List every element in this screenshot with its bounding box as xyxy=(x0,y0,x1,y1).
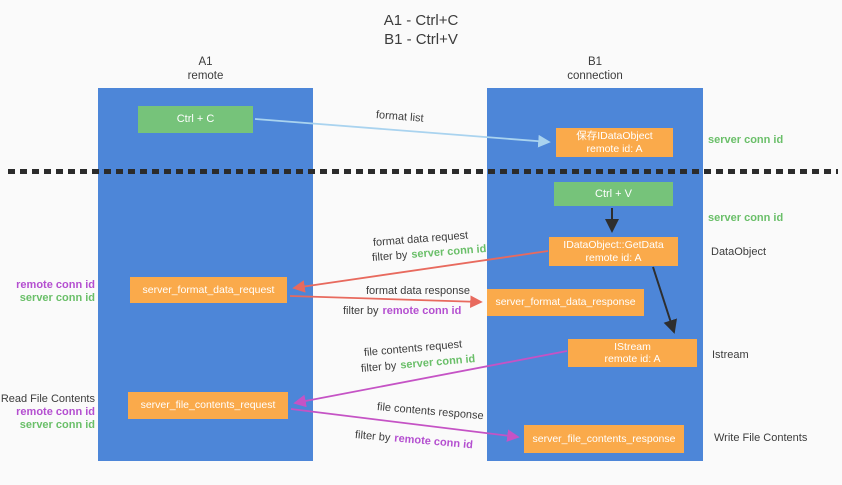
column-header-b1: B1 connection xyxy=(487,55,703,83)
filter-value-remote-2: remote conn id xyxy=(393,432,474,452)
server-conn-id-label-2: server conn id xyxy=(19,419,95,431)
server-file-contents-request-box: server_file_contents_request xyxy=(128,392,288,419)
ctrl-v-box: Ctrl + V xyxy=(554,182,673,206)
getdata-line2: remote id: A xyxy=(585,251,642,264)
server-format-data-response-label: server_format_data_response xyxy=(495,296,636,309)
save-idataobject-line1: 保存IDataObject xyxy=(576,130,653,142)
ctrl-c-label: Ctrl + C xyxy=(176,113,215,126)
ctrl-c-box: Ctrl + C xyxy=(138,106,253,133)
column-a1-name: A1 xyxy=(198,56,213,68)
ctrl-v-label: Ctrl + V xyxy=(595,187,632,200)
title-line-2: B1 - Ctrl+V xyxy=(384,31,458,48)
filter-value-server-2: server conn id xyxy=(399,353,476,372)
remote-conn-id-label-1: remote conn id xyxy=(16,279,95,291)
format-data-response-label: format data response xyxy=(366,285,470,297)
server-conn-id-label-mid: server conn id xyxy=(708,212,784,224)
server-format-data-response-box: server_format_data_response xyxy=(487,289,644,316)
left-conn-id-group: remote conn id server conn id xyxy=(0,279,95,305)
istream-box: IStream remote id: A xyxy=(568,339,697,367)
filter-value-remote-1: remote conn id xyxy=(382,305,462,317)
column-header-a1: A1 remote xyxy=(98,55,313,83)
filter-by-text-3: filter by xyxy=(360,359,397,375)
filter-value-server-1: server conn id xyxy=(410,243,487,261)
idataobject-getdata-box: IDataObject::GetData remote id: A xyxy=(549,237,678,266)
remote-conn-id-label-2: remote conn id xyxy=(16,406,95,418)
getdata-line1: IDataObject::GetData xyxy=(563,239,664,251)
istream-line1: IStream xyxy=(614,340,651,353)
filter-by-text-2: filter by xyxy=(343,305,379,317)
server-format-data-request-label: server_format_data_request xyxy=(142,283,275,296)
file-contents-response-label: file contents response xyxy=(376,401,485,423)
istream-line2: remote id: A xyxy=(604,353,661,365)
title-line-1: A1 - Ctrl+C xyxy=(383,12,459,29)
server-file-contents-response-box: server_file_contents_response xyxy=(524,425,684,453)
save-idataobject-box: 保存IDataObject remote id: A xyxy=(556,128,673,157)
column-a1-role: remote xyxy=(187,70,224,82)
format-list-label: format list xyxy=(375,109,425,125)
write-file-contents-label: Write File Contents xyxy=(714,432,808,444)
column-b1-name: B1 xyxy=(587,56,603,68)
server-file-contents-response-label: server_file_contents_response xyxy=(532,432,676,445)
filter-by-text-4: filter by xyxy=(354,429,391,445)
istream-side-label: Istream xyxy=(712,349,749,361)
server-conn-id-label-top: server conn id xyxy=(708,134,784,146)
server-file-contents-request-label: server_file_contents_request xyxy=(140,399,276,412)
read-file-contents-label: Read File Contents xyxy=(0,393,95,405)
dashed-separator-line xyxy=(8,169,838,174)
column-b1-role: connection xyxy=(567,70,623,82)
read-file-contents-group: Read File Contents remote conn id server… xyxy=(0,393,95,432)
server-format-data-request-box: server_format_data_request xyxy=(130,277,287,303)
dataobject-label: DataObject xyxy=(711,246,767,258)
save-idataobject-line2: remote id: A xyxy=(586,142,643,155)
filter-by-text-1: filter by xyxy=(371,249,408,264)
diagram-title: A1 - Ctrl+C B1 - Ctrl+V xyxy=(0,11,842,49)
server-conn-id-label-1: server conn id xyxy=(19,292,95,304)
